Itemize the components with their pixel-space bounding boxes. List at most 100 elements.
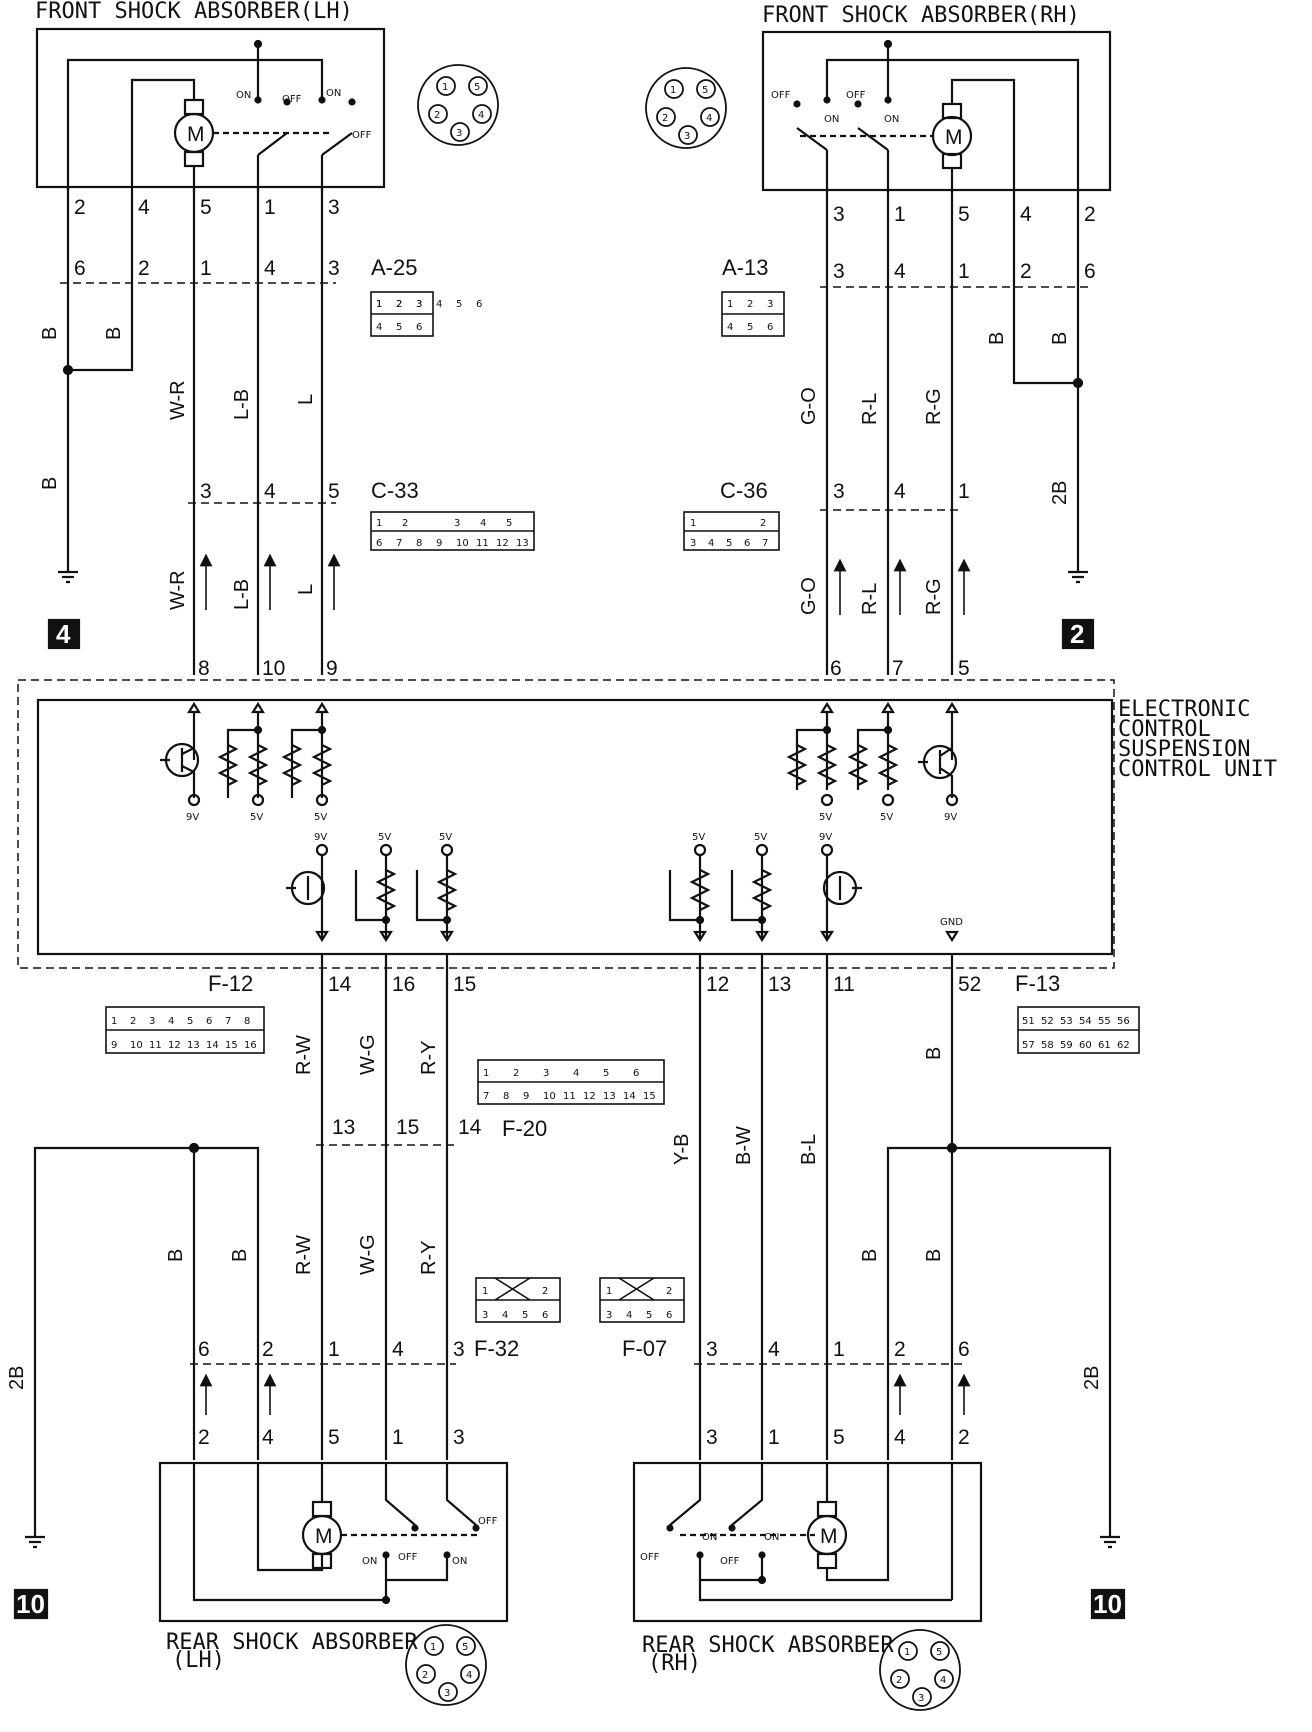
- wire-color-label: R-Y: [418, 1041, 440, 1075]
- connector-cell: 62: [1117, 1040, 1130, 1051]
- connector-cell: 6: [476, 299, 482, 310]
- connector-cell: 7: [225, 1016, 231, 1027]
- connector-cell: 1: [111, 1016, 117, 1027]
- pin-number: 3: [200, 480, 212, 503]
- connector-cell: 5: [726, 538, 732, 549]
- pin-number: 2: [1084, 203, 1096, 226]
- connector-cell: 3: [454, 518, 460, 529]
- pin-number: 13: [332, 1116, 355, 1139]
- pin-number: 5: [958, 203, 970, 226]
- round-connector-pin: 1: [670, 85, 676, 96]
- connector-f12-label: F-12: [208, 971, 253, 996]
- round-connector-pin: 4: [706, 113, 712, 124]
- connector-cell: 9: [436, 538, 442, 549]
- connector-cell: 2: [396, 299, 402, 310]
- ground-number-10: 10: [1093, 1589, 1122, 1619]
- pin-number: 3: [706, 1426, 718, 1449]
- pin-number: 4: [894, 260, 906, 283]
- switch-label-off: OFF: [720, 1556, 740, 1567]
- connector-c33-icon: [370, 511, 535, 551]
- connector-cell: 3: [606, 1310, 612, 1321]
- voltage-label: 9V: [186, 812, 199, 823]
- connector-cell: 5: [747, 322, 753, 333]
- motor-label: M: [945, 126, 963, 149]
- wire-color-label: B: [39, 327, 61, 340]
- connector-cell: 2: [747, 299, 753, 310]
- pin-number: 5: [200, 196, 212, 219]
- connector-cell: 2: [542, 1286, 548, 1297]
- connector-cell: 3: [543, 1068, 549, 1079]
- connector-cell: 10: [130, 1040, 143, 1051]
- pin-number: 52: [958, 973, 981, 996]
- ecu-dashed-outline: [17, 679, 1115, 969]
- connector-cell: 9: [523, 1091, 529, 1102]
- connector-cell: 14: [623, 1091, 636, 1102]
- round-connector-frh: [645, 67, 727, 149]
- pin-number: 5: [958, 657, 970, 680]
- connector-cell: 8: [244, 1016, 250, 1027]
- front-lh-title: FRONT SHOCK ABSORBER(LH): [35, 0, 353, 24]
- front-lh-absorber-box: [35, 27, 386, 189]
- wire-color-label: L-B: [231, 389, 253, 420]
- connector-cell: 14: [206, 1040, 219, 1051]
- wire-color-label: 2B: [1081, 1366, 1103, 1390]
- pin-number: 1: [894, 203, 906, 226]
- pin-number: 13: [768, 973, 791, 996]
- connector-cell: 6: [767, 322, 773, 333]
- front-rh-title: FRONT SHOCK ABSORBER(RH): [762, 3, 1080, 28]
- voltage-label: 5V: [378, 832, 391, 843]
- round-connector-pin: 3: [684, 131, 690, 142]
- connector-f13-label: F-13: [1015, 971, 1060, 996]
- round-connector-pin: 3: [444, 1688, 450, 1699]
- pin-number: 3: [833, 480, 845, 503]
- pin-number: 2: [894, 1338, 906, 1361]
- switch-label-off: OFF: [640, 1552, 660, 1563]
- connector-cell: 4: [573, 1068, 579, 1079]
- wire-color-label: 2B: [1049, 481, 1071, 505]
- pin-number: 1: [833, 1338, 845, 1361]
- wire-color-label: G-O: [798, 577, 820, 615]
- connector-cell: 6: [416, 322, 422, 333]
- connector-cell: 4: [708, 538, 714, 549]
- connector-cell: 1: [482, 1286, 488, 1297]
- connector-cell: 10: [543, 1091, 556, 1102]
- wire-color-label: B: [1049, 332, 1071, 345]
- round-connector-pin: 4: [478, 110, 484, 121]
- connector-cell: 57: [1022, 1040, 1035, 1051]
- wire-color-label: W-R: [167, 380, 189, 420]
- connector-cell: 2: [130, 1016, 136, 1027]
- switch-label-off: OFF: [771, 90, 791, 101]
- connector-cell: 5: [456, 299, 462, 310]
- wire-color-label: B: [986, 332, 1008, 345]
- connector-cell: 3: [416, 299, 422, 310]
- pin-number: 3: [453, 1426, 465, 1449]
- connector-a25-label: A-25: [371, 255, 417, 280]
- ground-badge-4: [47, 618, 81, 650]
- wire-color-label: B: [165, 1249, 187, 1262]
- ground-number-4: 4: [56, 619, 71, 649]
- pin-number: 4: [894, 1426, 906, 1449]
- switch-label-on: ON: [236, 90, 251, 101]
- wire-color-label: R-L: [859, 583, 881, 615]
- pin-number: 14: [458, 1116, 482, 1139]
- pin-number: 6: [74, 257, 86, 280]
- rear-rh-absorber-box: [632, 1461, 983, 1623]
- connector-cell: 3: [482, 1310, 488, 1321]
- pin-number: 15: [453, 973, 476, 996]
- connector-cell: 59: [1060, 1040, 1073, 1051]
- connector-cell: 53: [1060, 1016, 1073, 1027]
- connector-a13-icon: [721, 291, 785, 337]
- wire-color-label: B-L: [798, 1134, 820, 1165]
- pin-number: 8: [198, 657, 210, 680]
- rear-rh-subtitle: (RH): [648, 1651, 701, 1676]
- connector-cell: 16: [244, 1040, 257, 1051]
- connector-cell: 13: [516, 538, 529, 549]
- wire-color-label: R-Y: [418, 1241, 440, 1275]
- round-connector-pin: 2: [422, 1670, 428, 1681]
- wire-color-label: W-G: [357, 1034, 379, 1075]
- motor-label: M: [820, 1525, 838, 1548]
- pin-number: 2: [138, 257, 150, 280]
- voltage-label: 9V: [819, 832, 832, 843]
- ecu-box: [36, 698, 1114, 956]
- connector-cell: 56: [1117, 1016, 1130, 1027]
